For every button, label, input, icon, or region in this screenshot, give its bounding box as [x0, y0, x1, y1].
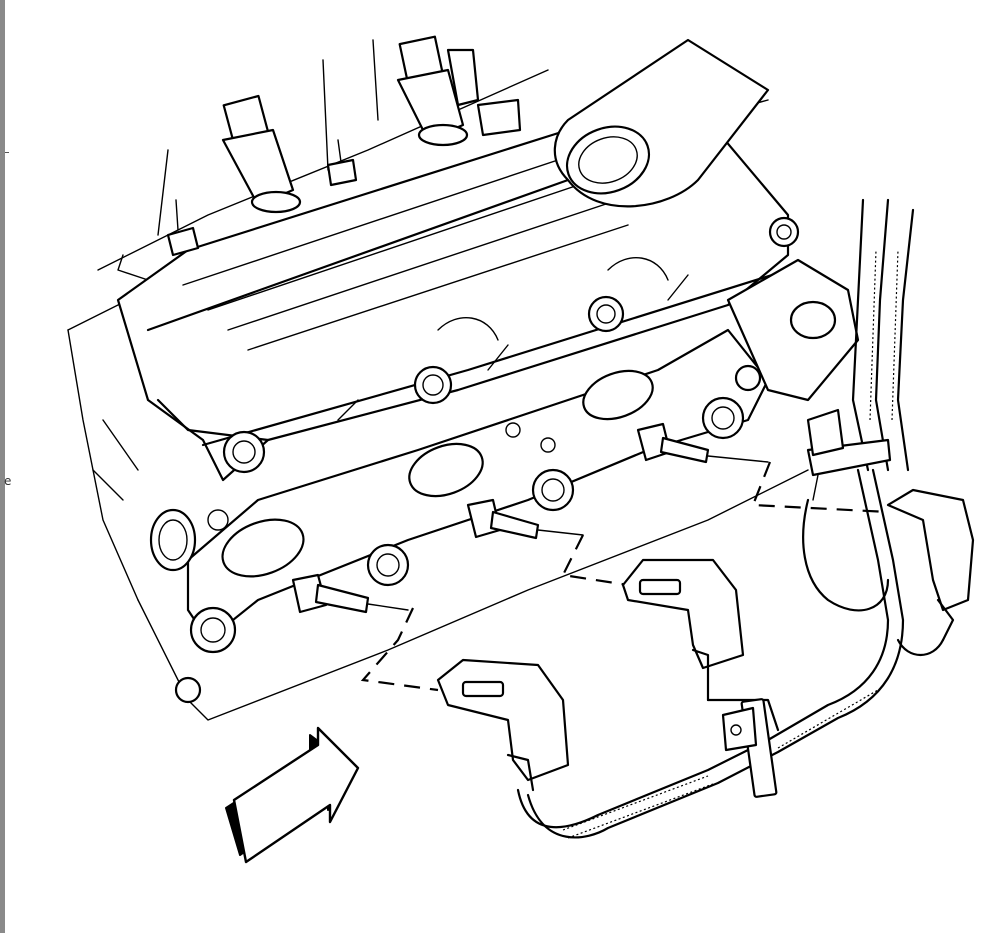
edge-tick-mark: [5, 152, 9, 153]
spark-plug-2: [466, 498, 584, 540]
wire-harness: [516, 198, 945, 839]
fuel-injector-right: [396, 35, 522, 147]
spark-plug-boot-1: [436, 658, 570, 792]
fuel-injector-left: [221, 94, 302, 214]
spark-plug-3: [636, 422, 769, 464]
spark-plug-boot-3: [886, 488, 975, 642]
viewer-left-edge: [0, 0, 5, 933]
spark-plug-1: [291, 573, 409, 614]
harness-clip-upper: [806, 408, 892, 501]
installation-guide-lines: [360, 461, 889, 692]
spark-plug-boot-2: [621, 558, 745, 702]
cylinder-head: [137, 258, 860, 721]
harness-clip-lower: [721, 698, 778, 798]
engine-diagram: [8, 0, 1008, 933]
bolts: [189, 216, 800, 654]
injector-studs: [166, 139, 358, 257]
view-direction-arrow-icon: [225, 726, 360, 864]
intake-tube: [553, 38, 770, 208]
edge-cropped-letter: e: [4, 474, 12, 488]
exhaust-manifold-gasket: [186, 328, 770, 642]
